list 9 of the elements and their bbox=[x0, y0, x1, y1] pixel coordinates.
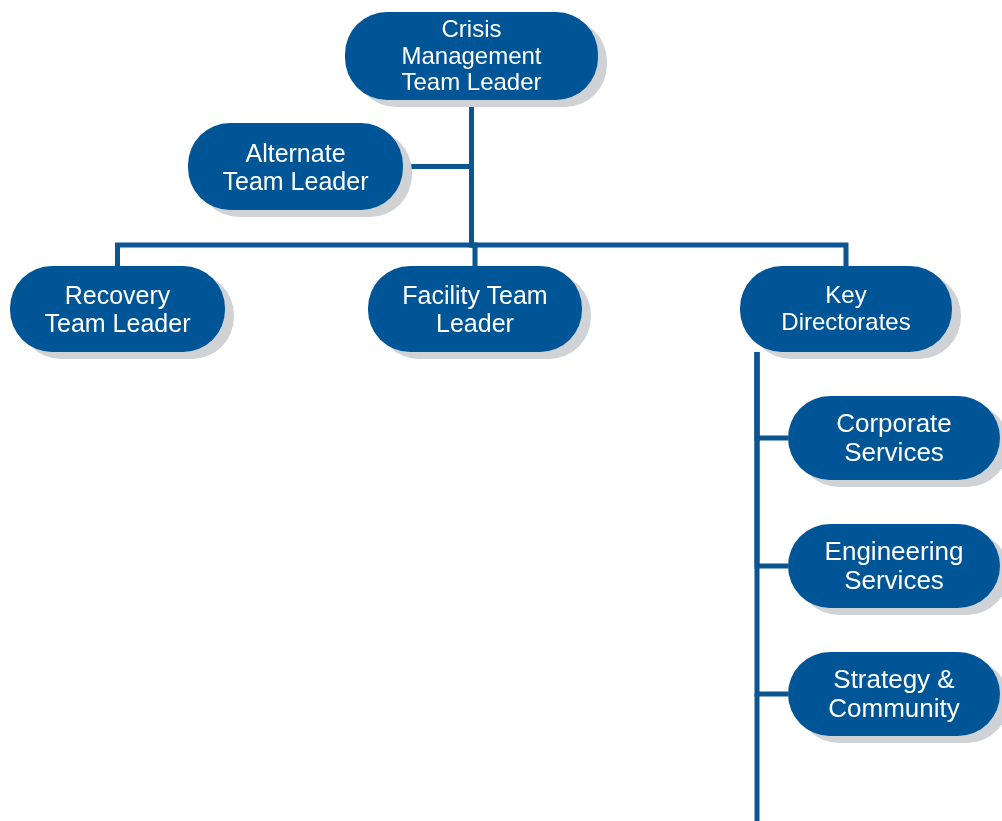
box-label: Recovery Team Leader bbox=[43, 281, 192, 337]
box-label: Alternate Team Leader bbox=[221, 138, 370, 195]
box-label: Strategy & Community bbox=[827, 664, 961, 724]
box-label: Crisis Management Team Leader bbox=[400, 15, 543, 97]
box-label: Corporate Services bbox=[835, 408, 953, 468]
box-label: Facility Team Leader bbox=[401, 281, 549, 337]
box-label: Key Directorates bbox=[780, 282, 912, 336]
connector-line bbox=[754, 352, 788, 697]
box-label: Engineering Services bbox=[823, 536, 965, 596]
